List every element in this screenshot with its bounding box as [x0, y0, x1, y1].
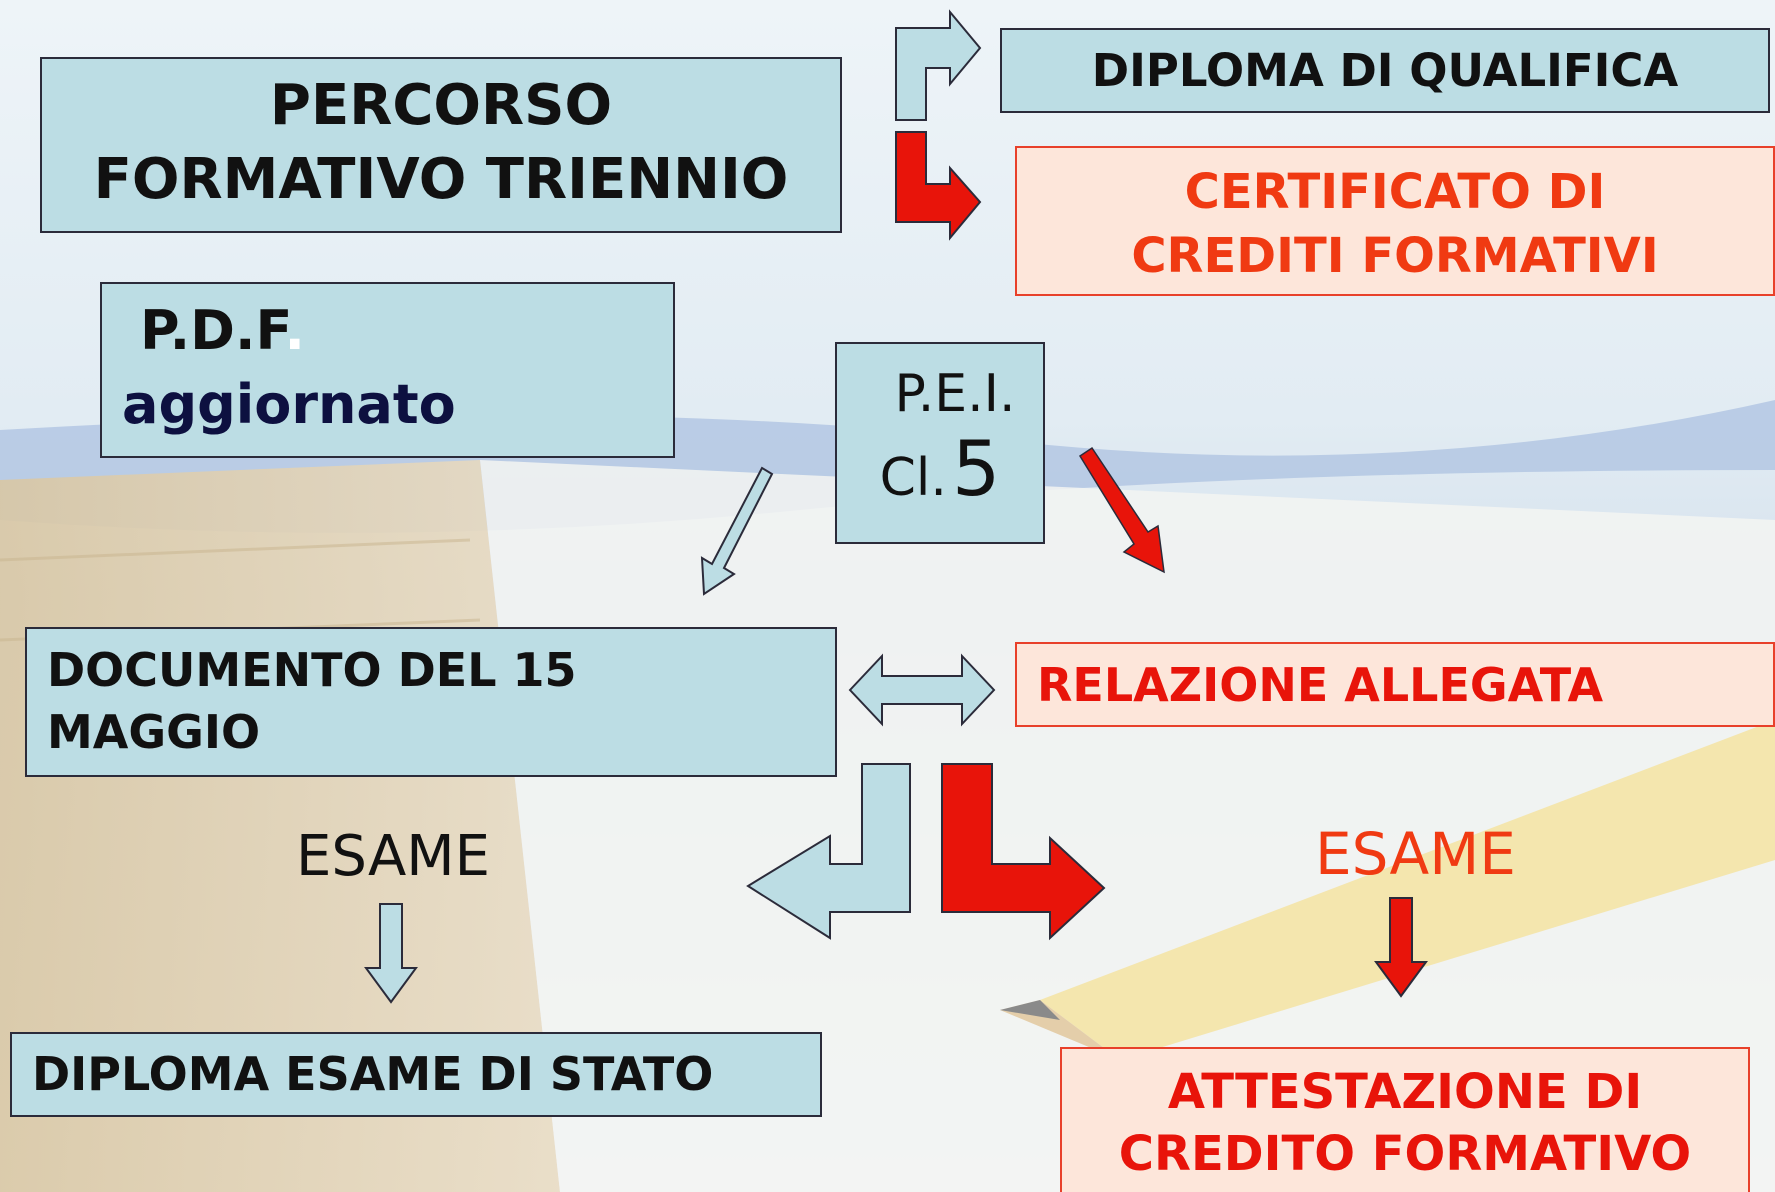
double-arrow [848, 653, 996, 727]
percorso-line-1: PERCORSO [269, 73, 613, 138]
relazione-box: RELAZIONE ALLEGATA [1015, 642, 1775, 727]
big-bent-arrow-red [941, 763, 1106, 941]
diagonal-arrow-blue [700, 466, 774, 596]
relazione-label: RELAZIONE ALLEGATA [1037, 658, 1604, 712]
pdf-line-2: aggiornato [122, 373, 456, 436]
bent-arrow-red-top [895, 131, 982, 241]
diploma-qualifica-box: DIPLOMA DI QUALIFICA [1000, 28, 1770, 113]
big-bent-arrow-blue [746, 763, 911, 940]
pei-line-2: Cl. 5 [837, 424, 1043, 535]
down-arrow-red [1374, 897, 1428, 998]
esame-right-label: ESAME [1315, 820, 1516, 888]
percorso-box: PERCORSO FORMATIVO TRIENNIO [40, 57, 842, 233]
pei-class-prefix: Cl. [879, 448, 947, 508]
documento-line-2: MAGGIO [47, 705, 261, 759]
certificato-line-2: CREDITI FORMATIVI [1131, 228, 1659, 284]
pei-class-number: 5 [952, 424, 1001, 513]
attestazione-line-2: CREDITO FORMATIVO [1118, 1126, 1692, 1182]
pei-box: P.E.I. Cl. 5 [835, 342, 1045, 544]
diploma-qualifica-label: DIPLOMA DI QUALIFICA [1091, 44, 1679, 97]
pei-line-1: P.E.I. [894, 364, 1016, 424]
pdf-label: P.D.F [140, 299, 285, 362]
pdf-dot: . [284, 299, 305, 362]
diploma-stato-box: DIPLOMA ESAME DI STATO [10, 1032, 822, 1117]
diagonal-arrow-red [1078, 446, 1165, 574]
down-arrow-blue [364, 903, 418, 1004]
diploma-stato-label: DIPLOMA ESAME DI STATO [32, 1047, 714, 1101]
certificato-box: CERTIFICATO DI CREDITI FORMATIVI [1015, 146, 1775, 296]
documento-box: DOCUMENTO DEL 15 MAGGIO [25, 627, 837, 777]
percorso-line-2: FORMATIVO TRIENNIO [93, 147, 789, 212]
certificato-line-1: CERTIFICATO DI [1184, 164, 1606, 220]
documento-line-1: DOCUMENTO DEL 15 [47, 643, 577, 697]
pdf-box: P.D.F. aggiornato [100, 282, 675, 458]
pdf-line-1: P.D.F. [102, 294, 673, 368]
attestazione-box: ATTESTAZIONE DI CREDITO FORMATIVO [1060, 1047, 1750, 1192]
attestazione-line-1: ATTESTAZIONE DI [1167, 1064, 1643, 1120]
esame-left-label: ESAME [296, 824, 490, 889]
bent-arrow-blue-top [895, 9, 982, 121]
